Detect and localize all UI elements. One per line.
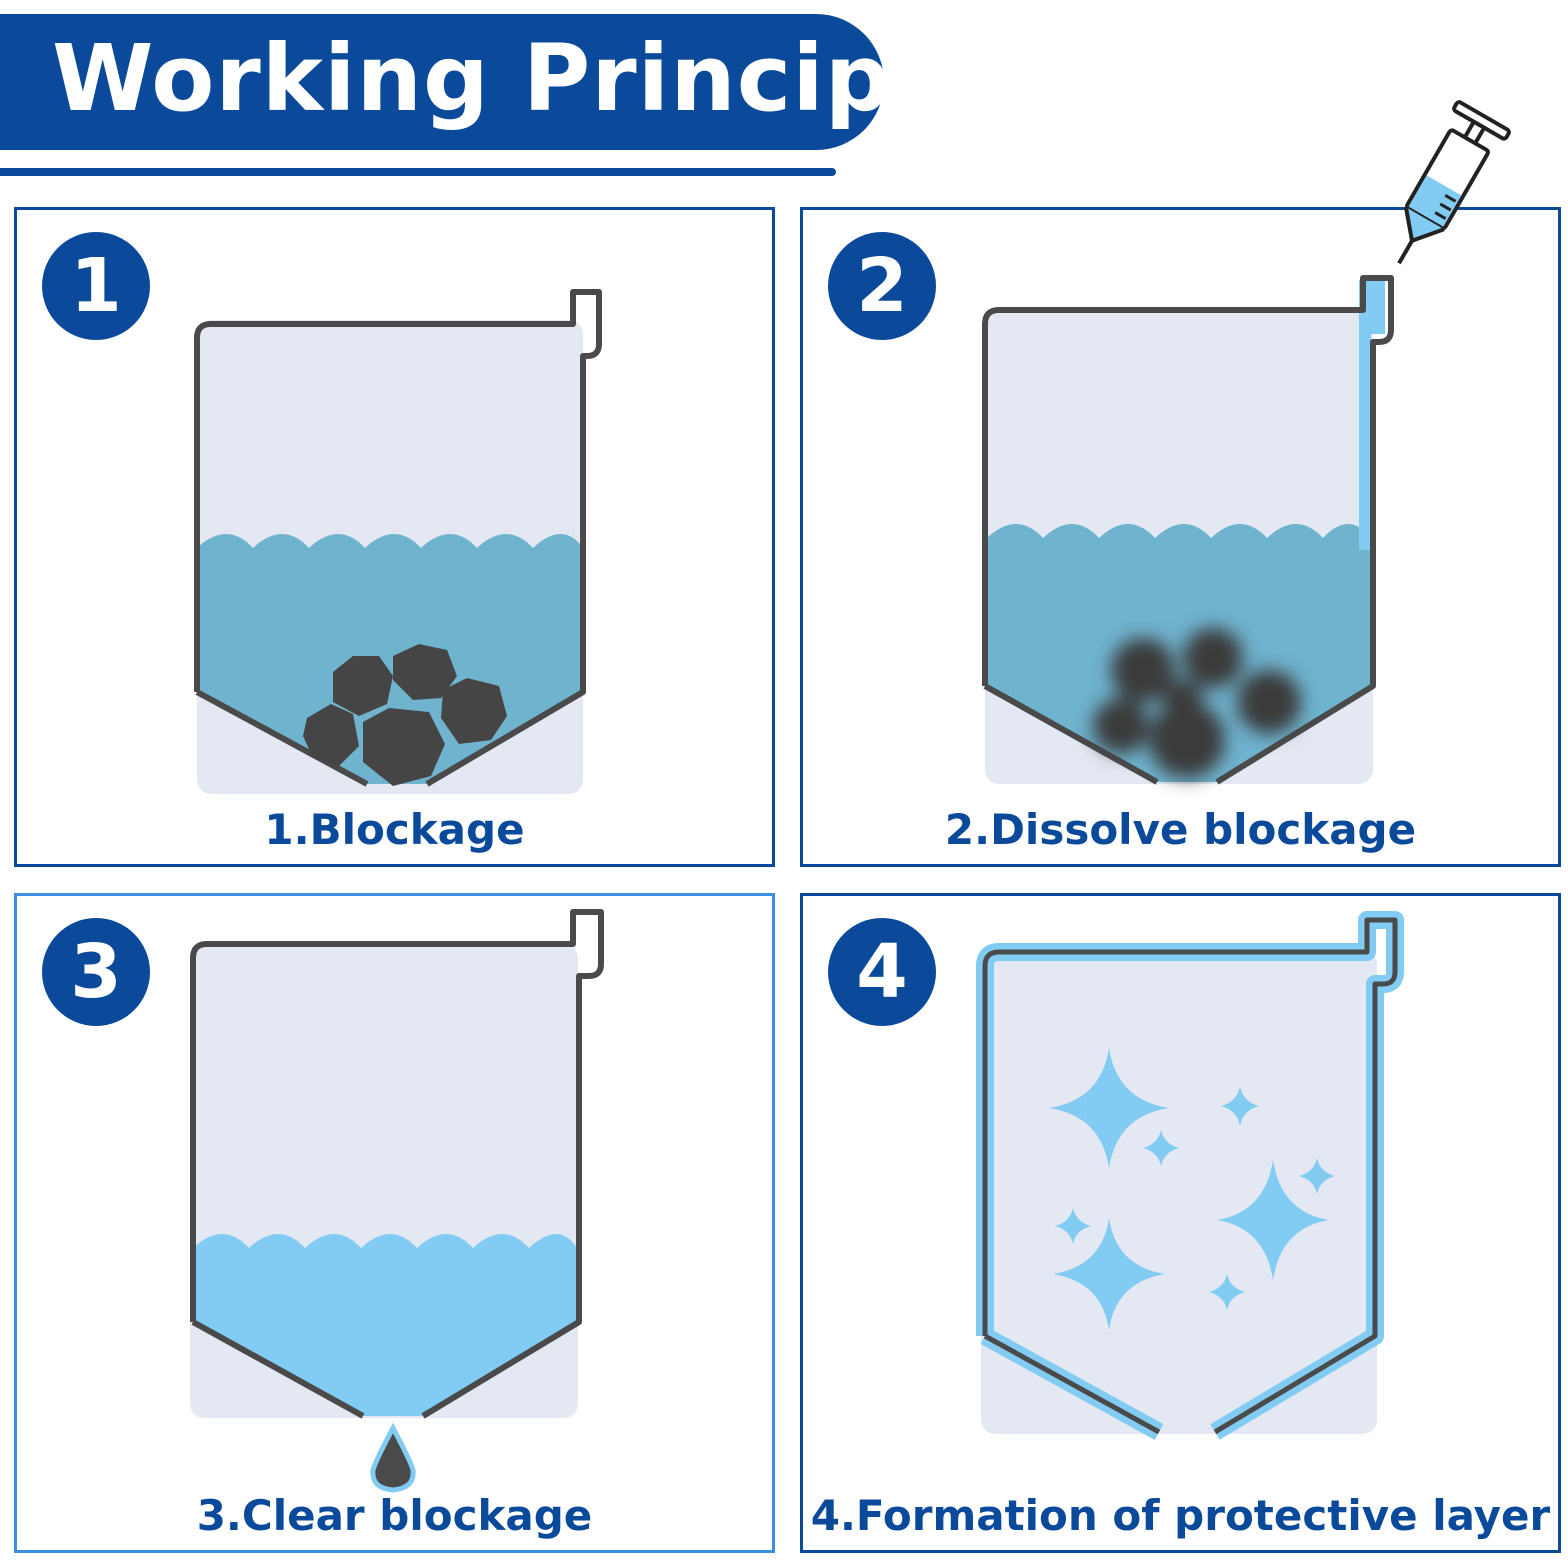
tank-outline [982,275,1394,785]
stone [363,708,445,786]
step-caption: 4.Formation of protective layer [810,1491,1551,1540]
water-clean [193,1234,577,1416]
tank-diagram-protective-layer [976,911,1404,1440]
sparkle-icon [1049,1048,1169,1168]
tank-diagram-dissolve [982,100,1511,785]
stone [303,704,359,766]
step-number-badge: 2 [828,232,936,340]
step-number-badge: 4 [828,918,936,1026]
step-caption: 1.Blockage [264,805,525,854]
step-panel-2: 2 2.Dissolve blockage [800,100,1561,867]
tank-diagram-blockage [194,289,602,794]
step-panel-4: 4 4.Formation of protective layer [800,893,1561,1553]
title-underline [0,168,836,176]
step-number-badge: 3 [42,918,150,1026]
tank-diagram-clear [190,909,604,1493]
stone [393,644,457,700]
sparkle-icon [1143,1130,1179,1166]
sparkle-icon [1217,1160,1329,1280]
sparkles [1049,1048,1335,1330]
tank-outline [982,917,1398,1435]
tank-background [981,950,1377,1434]
sparkle-icon [1299,1158,1335,1194]
sparkle-icon [1221,1086,1259,1126]
drop-icon [370,1422,416,1493]
step-caption: 2.Dissolve blockage [944,805,1417,854]
title-banner [0,14,884,150]
sparkle-icon [1055,1208,1091,1244]
stone [333,656,393,716]
sparkle-icon [1209,1274,1245,1310]
page-title: Working Principle [52,25,988,132]
cleaner-flow [1359,280,1385,550]
syringe-icon [1397,100,1511,265]
sparkle-icon [1053,1218,1165,1330]
dissolving-stones [1093,628,1301,778]
step-number-badge: 1 [42,232,150,340]
tank-outline [194,289,602,787]
step-caption: 3.Clear blockage [196,1491,593,1540]
stone [441,678,507,744]
blockage-stones [303,644,507,786]
tank-outline [190,909,604,1419]
step-panel-1: 1 1.Blockage [14,207,775,867]
step-panel-3: 3 3.Clear blockage [14,893,775,1553]
